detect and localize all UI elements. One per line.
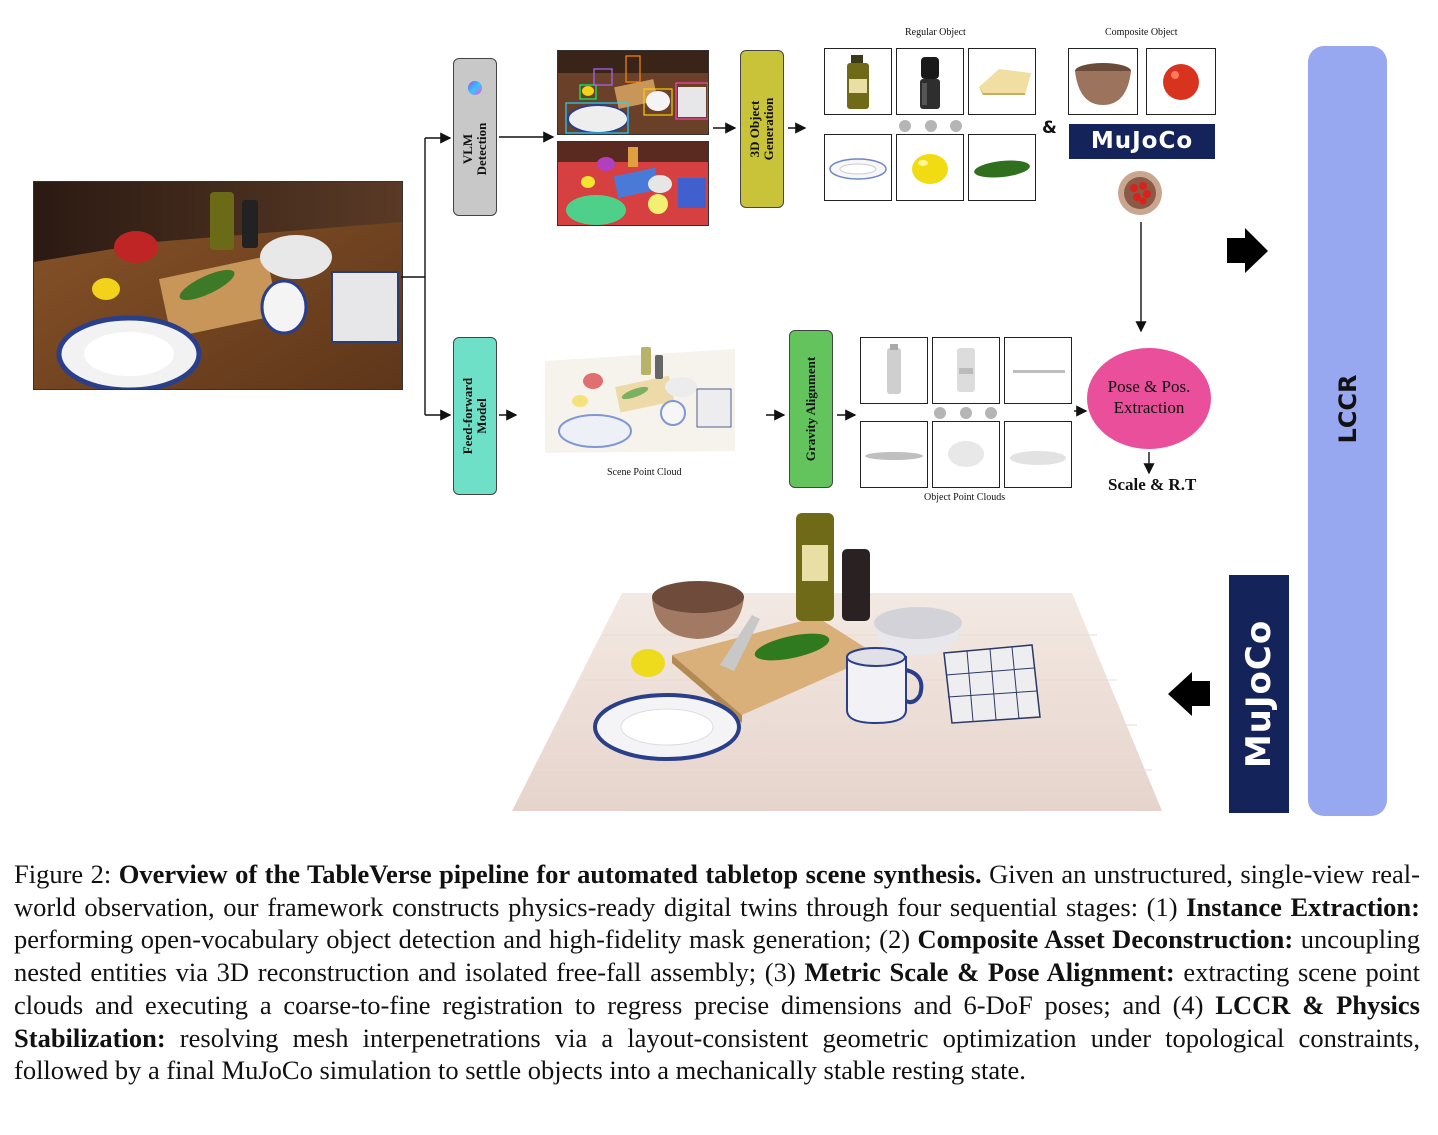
gravity-alignment-label: Gravity Alignment <box>803 356 818 462</box>
object-point-clouds-caption: Object Point Clouds <box>924 492 1006 503</box>
mujoco-simulation-stage: MuJoCo <box>1229 575 1289 813</box>
detection-boxes-image <box>557 50 709 135</box>
pipeline-diagram: VLM Detection <box>33 27 1387 816</box>
pepper-grinder-thumb <box>896 48 964 115</box>
caption-stage1-text: performing open-vocabulary object detect… <box>14 924 918 955</box>
more-dot <box>899 120 911 132</box>
object-cloud-plate-thumb <box>860 421 928 488</box>
caption-stage2-title: Composite Asset Deconstruction: <box>917 924 1294 955</box>
lccr-label: LCCR <box>1333 374 1362 444</box>
caption-intro: Given an unstructured, single-view real-… <box>14 859 1420 922</box>
scale-rt-label: Scale & R.T <box>1108 475 1197 494</box>
caption-title: Overview of the TableVerse pipeline for … <box>118 859 982 889</box>
caption-stage2-text: uncoupling nested entities via 3D recons… <box>14 924 1420 988</box>
feed-forward-label: Feed-forward Model <box>460 377 489 455</box>
scene-point-cloud-image <box>545 343 735 453</box>
object-cloud-grinder-thumb <box>932 337 1000 404</box>
more-dot <box>950 120 962 132</box>
vlm-detection-label: VLM Detection <box>460 122 489 176</box>
caption-stage1-title: Instance Extraction: <box>1186 891 1420 922</box>
lccr-stage: LCCR <box>1308 46 1387 816</box>
lemon-thumb <box>896 134 964 201</box>
caption-prefix: Figure 2: <box>14 859 119 889</box>
left-arrow-icon <box>1168 672 1210 716</box>
olive-oil-bottle-thumb <box>824 48 892 115</box>
more-dot <box>985 407 997 419</box>
pose-extraction-label: Pose & Pos. Extraction <box>1107 377 1191 417</box>
regular-object-caption: Regular Object <box>905 27 966 38</box>
object-cloud-board-thumb <box>1004 337 1072 404</box>
object-cloud-bottle-thumb <box>860 337 928 404</box>
vlm-detection-stage: VLM Detection <box>453 58 497 216</box>
tomato-thumb <box>1146 48 1216 115</box>
mujoco-logo: MuJoCo <box>1069 124 1215 159</box>
ampersand: & <box>1042 118 1057 138</box>
caption-stage4-text: resolving mesh interpenetrations via a l… <box>14 1022 1420 1086</box>
figure-caption: Figure 2: Overview of the TableVerse pip… <box>14 858 1420 1087</box>
pose-extraction-node: Pose & Pos. Extraction <box>1087 348 1211 449</box>
caption-stage3-text: extracting scene point clouds and execut… <box>14 957 1420 1020</box>
input-scene-photo <box>33 181 403 390</box>
right-arrow-icon <box>1227 228 1268 273</box>
bowl-thumb <box>1068 48 1138 115</box>
more-dot <box>960 407 972 419</box>
feed-forward-stage: Feed-forward Model <box>453 337 497 495</box>
more-dot <box>925 120 937 132</box>
caption-stage3-title: Metric Scale & Pose Alignment: <box>804 957 1175 988</box>
gravity-alignment-stage: Gravity Alignment <box>789 330 833 488</box>
cucumber-thumb <box>968 134 1036 201</box>
more-dot <box>934 407 946 419</box>
mujoco-vertical-label: MuJoCo <box>1239 619 1279 769</box>
scene-point-cloud-caption: Scene Point Cloud <box>607 467 682 478</box>
segmentation-masks-image <box>557 141 709 226</box>
assembled-composite-thumb <box>1117 170 1163 216</box>
object-cloud-lemon-thumb <box>932 421 1000 488</box>
composite-object-caption: Composite Object <box>1105 27 1178 38</box>
vlm-model-icon <box>468 81 482 95</box>
caption-stage4-title: LCCR & Physics Stabilization: <box>14 989 1420 1053</box>
object-generation-label: 3D Object Generation <box>747 97 776 161</box>
plate-thumb <box>824 134 892 201</box>
cutting-board-thumb <box>968 48 1036 115</box>
object-cloud-cucumber-thumb <box>1004 421 1072 488</box>
flow-arrows <box>401 122 1268 716</box>
final-simulated-scene <box>512 505 1162 813</box>
object-generation-stage: 3D Object Generation <box>740 50 784 208</box>
